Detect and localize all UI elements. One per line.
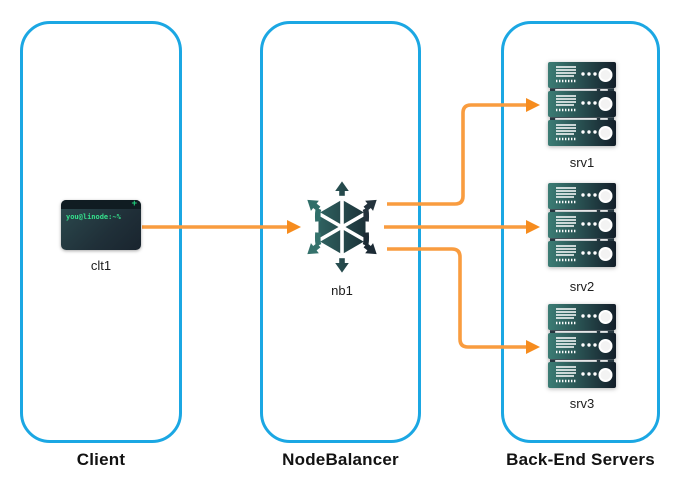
- arrowhead-to-srv3: [526, 340, 540, 354]
- column-label-client: Client: [76, 450, 126, 469]
- arrowhead-to-srv2: [526, 220, 540, 234]
- node-label-nb1: nb1: [331, 283, 353, 298]
- nb-arrow-north: [335, 181, 349, 196]
- node-label-srv2: srv2: [569, 279, 595, 294]
- server-stack-icon-srv2: [548, 183, 616, 267]
- terminal-titlebar: +: [61, 199, 141, 209]
- column-label-backend-servers: Back-End Servers: [506, 450, 655, 469]
- column-nodebalancer: [260, 21, 421, 443]
- arrow-nb1-to-srv1: [387, 103, 526, 206]
- node-label-srv3: srv3: [569, 396, 595, 411]
- server-stack-icon-srv1: [548, 62, 616, 146]
- nb-arrow-south: [335, 258, 349, 273]
- terminal-new-tab-icon: +: [131, 199, 137, 209]
- nodebalancer-icon: [294, 181, 390, 273]
- column-label-nodebalancer: NodeBalancer: [282, 450, 399, 469]
- arrowhead-to-nb1: [287, 220, 301, 234]
- column-backend-servers: [501, 21, 660, 443]
- arrowhead-to-srv1: [526, 98, 540, 112]
- node-label-clt1: clt1: [90, 258, 112, 273]
- terminal-icon: + you@linode:~%: [61, 199, 141, 250]
- server-stack-icon-srv3: [548, 304, 616, 388]
- node-label-srv1: srv1: [569, 155, 595, 170]
- arrow-nb1-to-srv3: [387, 247, 526, 349]
- column-client: [20, 21, 182, 443]
- terminal-prompt-text: you@linode:~%: [66, 213, 121, 221]
